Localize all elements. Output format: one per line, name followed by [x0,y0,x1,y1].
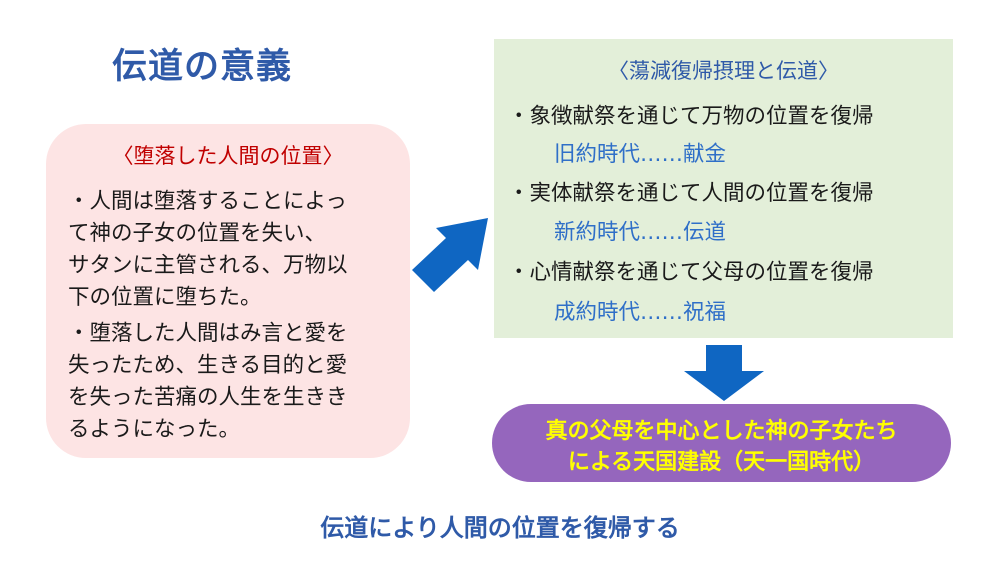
restoration-item: ・象徴献祭を通じて万物の位置を復帰 [508,104,874,129]
fall-para2-line: を失った苦痛の人生を生きき [68,385,348,410]
conclusion-text: 伝道により人間の位置を復帰する [320,514,680,542]
heaven-building-box: 真の父母を中心とした神の子女たち による天国建設（天一国時代） [492,404,951,482]
page-title: 伝道の意義 [112,47,293,87]
result-line-2: による天国建設（天一国時代） [567,450,876,475]
fall-para2-line: るようになった。 [68,417,241,442]
restoration-item-era: 旧約時代……献金 [554,142,727,167]
fall-position-box: 〈堕落した人間の位置〉 ・人間は堕落することによっ て神の子女の位置を失い、 サ… [46,124,410,458]
result-line-1: 真の父母を中心とした神の子女たち [545,419,898,444]
fall-para1-line: ・人間は堕落することによっ [68,189,347,214]
restoration-item: ・心情献祭を通じて父母の位置を復帰 [508,260,874,285]
fall-para2-line: ・堕落した人間はみ言と愛を [68,321,348,346]
fall-para1-line: 下の位置に堕ちた。 [68,285,262,310]
fall-box-heading: 〈堕落した人間の位置〉 [112,144,344,168]
arrow-down-icon [684,345,764,401]
restoration-item-era: 成約時代……祝福 [554,300,727,325]
fall-para1-line: て神の子女の位置を失い、 [68,221,327,246]
restoration-box-heading: 〈蕩減復帰摂理と伝道〉 [608,59,839,83]
restoration-item-era: 新約時代……伝道 [554,220,727,245]
fall-para2-line: 失ったため、生きる目的と愛 [68,353,348,378]
fall-para1-line: サタンに主管される、万物以 [68,253,348,278]
fall-paragraph-2: ・堕落した人間はみ言と愛を 失ったため、生きる目的と愛 を失った苦痛の人生を生き… [68,318,398,446]
fall-paragraph-1: ・人間は堕落することによっ て神の子女の位置を失い、 サタンに主管される、万物以… [68,186,398,314]
restoration-item: ・実体献祭を通じて人間の位置を復帰 [508,181,874,206]
arrow-up-right-icon [412,218,488,292]
restoration-providence-box: 〈蕩減復帰摂理と伝道〉 ・象徴献祭を通じて万物の位置を復帰 旧約時代……献金 ・… [494,39,953,338]
